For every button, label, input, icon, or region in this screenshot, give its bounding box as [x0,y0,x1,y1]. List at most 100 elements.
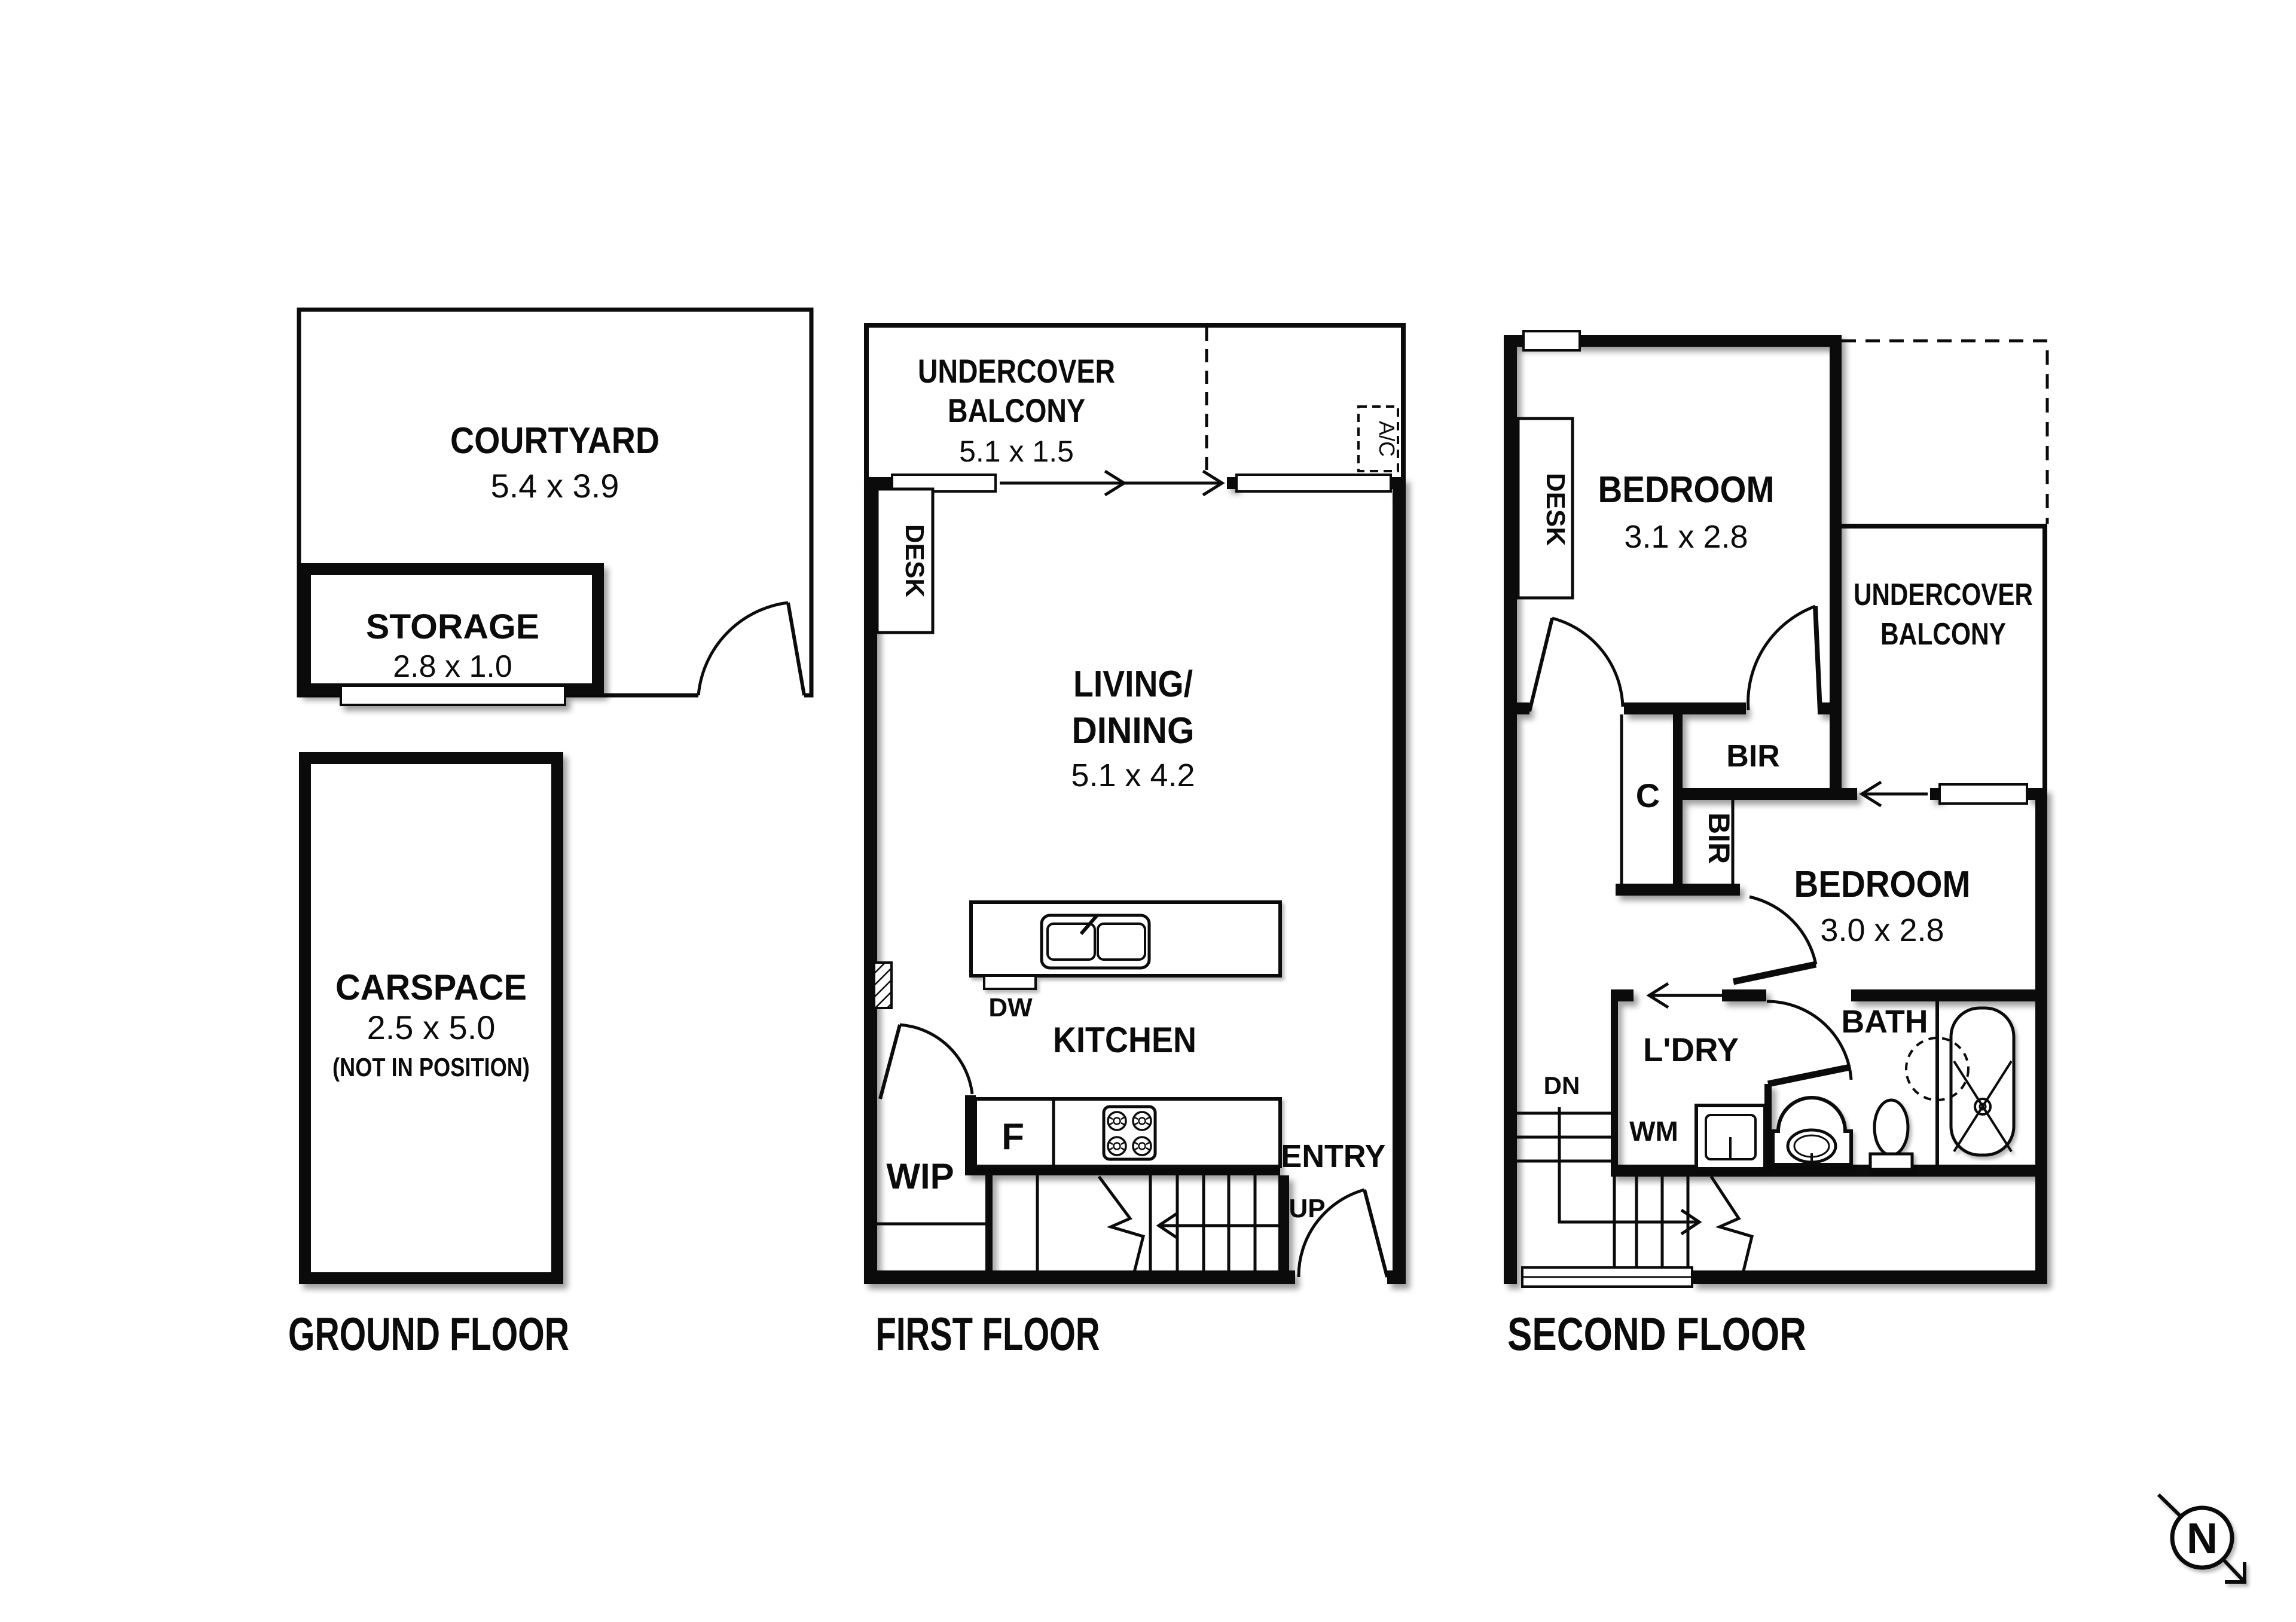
sink-basin-left [1046,923,1096,961]
balcony-bottom-wall [1673,788,1857,800]
wip-label: WIP [886,1156,954,1196]
north-label: N [2187,1515,2218,1563]
ac-unit-dashed-box [1357,405,1399,472]
bench-bottom-wall [968,1166,1280,1175]
up-label: UP [1289,1194,1325,1223]
bedroom2-door-arc [1749,895,1818,965]
sf-desk-label: DESK [1541,473,1570,546]
closet-bottom-wall [1616,884,1740,896]
wip-right-wall [985,1166,993,1270]
bedroom1-dims: 3.1 x 2.8 [1624,519,1748,555]
carspace-wall [299,752,563,1284]
ff-balcony-dims: 5.1 x 1.5 [959,435,1074,468]
wm-label: WM [1629,1116,1678,1147]
ground-floor-plan [297,307,814,1284]
courtyard-door-leaf [786,602,806,696]
bir1-door-arc [1747,604,1816,711]
kitchen-label: KITCHEN [1053,1020,1196,1060]
sink-basin-right [1097,923,1146,961]
bench-left-jamb [965,1095,976,1175]
toilet-bowl [1873,1098,1910,1157]
bedroom1-bottom-wall-b [1624,702,1746,714]
living-right-wall [1393,477,1406,1284]
courtyard-door-arc [697,601,789,696]
dn-label: DN [1544,1071,1580,1099]
entry-door-leaf [1363,1189,1389,1278]
ff-balcony-label-2: BALCONY [948,392,1085,429]
divider-wall-seg1 [864,477,892,489]
storage-label: STORAGE [366,607,539,646]
closet-label: C [1636,777,1660,814]
sink-tap [1079,915,1098,935]
dishwasher-label: DW [988,993,1033,1022]
bath-zone-top-wall-c [1851,989,2035,1001]
bath-zone-top-wall-b [1722,989,1766,1001]
entry-door-arc [1297,1188,1365,1278]
sf-balcony-label-2: BALCONY [1880,617,2006,652]
wip-door-arc [899,1023,974,1095]
stairs-up [1036,1175,1257,1280]
balcony-window-jamb [1930,788,1940,800]
bedroom1-bottom-wall-a [1517,702,1529,714]
second-floor-plan [1504,330,2049,1288]
bedroom1-right-wall [1830,335,1842,800]
shower-dashed-circle [1905,1037,1970,1101]
stair-entry-jamb [1278,1175,1289,1270]
bath-label: BATH [1842,1004,1928,1040]
laundry-label: L'DRY [1643,1031,1739,1068]
divider-wall-jamb [1227,477,1236,489]
compass-arrowhead [2225,1562,2246,1584]
ac-label: A/C [1375,421,1399,457]
bedroom1-hall-door-arc [1552,616,1625,707]
sf-balcony-label-1: UNDERCOVER [1854,578,2033,612]
desk-first-floor [875,487,935,634]
laundry-arrow [1646,982,1722,1009]
stair-break-line [1709,1175,1754,1281]
bedroom1-label: BEDROOM [1598,469,1775,511]
bathtub-drain-outer [1974,1098,1992,1116]
bottom-wall-left [864,1270,1295,1284]
storage-wall [299,563,604,695]
living-label-1: LIVING/ [1073,664,1193,705]
sf-left-wall [1504,335,1517,1284]
bath-door-arc [1766,1000,1853,1080]
bir1-door-leaf [1813,606,1822,712]
closet-divider-wall [1673,714,1683,884]
bir1-label: BIR [1726,739,1780,774]
bottom-wall-right-stub [1387,1270,1406,1284]
bathtub [1949,1006,2016,1157]
ground-floor-title: GROUND FLOOR [288,1308,569,1360]
dn-arrow [1558,1107,1702,1236]
laundry-left-wall [1611,989,1618,1177]
ff-balcony-label-1: UNDERCOVER [918,352,1115,390]
sliding-door-arrow [1000,469,1225,497]
bathtub-drain-inner [1979,1102,1987,1111]
dishwasher-unit [983,975,1037,990]
sf-balcony-window [1938,783,2028,805]
bedroom2-door-leaf [1732,961,1817,985]
entry-label: ENTRY [1281,1138,1386,1174]
roofline-dashed [1842,339,2049,524]
bedroom2-label: BEDROOM [1794,864,1971,905]
desk-second-floor [1516,417,1574,600]
fridge-label: F [1002,1116,1024,1157]
bedroom2-dims: 3.0 x 2.8 [1820,912,1944,948]
carspace-label: CARSPACE [335,967,527,1007]
first-floor-title: FIRST FLOOR [876,1308,1100,1360]
living-label-2: DINING [1072,710,1195,752]
toilet-base [1868,1152,1914,1171]
sf-right-wall [2035,788,2047,1284]
stair-break-line [1097,1175,1146,1280]
wip-door-leaf [878,1024,902,1099]
bath-door-leaf [1767,1064,1851,1088]
bir2-label: BIR [1702,812,1736,864]
second-floor-title: SECOND FLOOR [1507,1308,1806,1360]
balcony-window-2 [1235,474,1392,493]
divider-wall-seg2 [1391,477,1406,489]
north-compass [2157,1493,2246,1584]
sf-bottom-wall [1692,1270,2047,1284]
carspace-dims: 2.5 x 5.0 [367,1009,496,1046]
first-floor-plan [864,323,1406,1284]
